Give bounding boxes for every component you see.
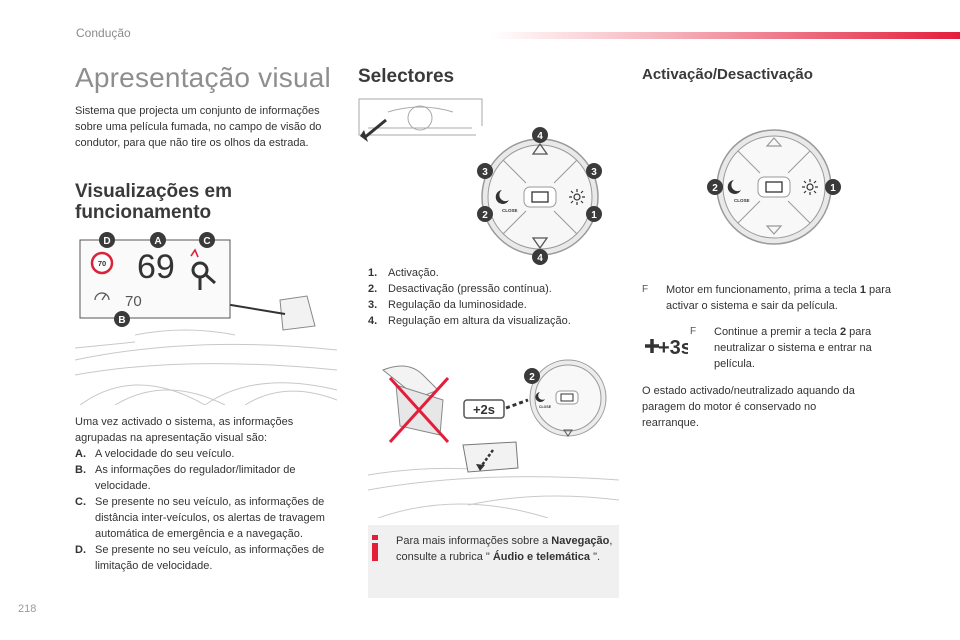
intro-paragraph: Sistema que projecta um conjunto de info… bbox=[75, 105, 322, 149]
info-list: A.A velocidade do seu veículo. B.As info… bbox=[75, 446, 331, 574]
list-item: D.Se presente no seu veículo, as informa… bbox=[75, 544, 325, 572]
fig2-callout-2: 2 bbox=[529, 372, 535, 383]
callout-4-bottom: 4 bbox=[537, 253, 543, 264]
callout-c: C bbox=[203, 236, 210, 247]
subtitle-line2: funcionamento bbox=[75, 202, 212, 223]
header-accent-bar bbox=[490, 32, 960, 39]
hud-illustration: 70 69 70 D A C B bbox=[74, 230, 338, 406]
list-item: B.As informações do regulador/limitador … bbox=[75, 464, 296, 492]
fig2-close-label: CLOSE bbox=[539, 405, 552, 409]
list-item: C.Se presente no seu veículo, as informa… bbox=[75, 496, 325, 540]
selectors-title: Selectores bbox=[358, 66, 455, 87]
hold-3s-label: +3s bbox=[658, 337, 688, 359]
list-intro: Uma vez activado o sistema, as informaçõ… bbox=[75, 416, 294, 444]
page-number: 218 bbox=[18, 603, 37, 615]
bullet-marker: F bbox=[690, 326, 697, 337]
hud-limit-sign: 70 bbox=[98, 259, 106, 268]
list-item: 3.Regulação da luminosidade. bbox=[368, 299, 527, 311]
bullet-activate: F Motor em funcionamento, prima a tecla … bbox=[642, 284, 892, 312]
info-box: Para mais informações sobre a Navegação,… bbox=[368, 525, 619, 598]
selectors-list: 1.Activação. 2.Desactivação (pressão con… bbox=[368, 265, 618, 329]
callout-3-right: 3 bbox=[591, 167, 597, 178]
selector-close-label: CLOSE bbox=[502, 208, 518, 213]
page-title: Apresentação visual bbox=[75, 62, 331, 93]
activation-callout-2: 2 bbox=[712, 183, 718, 194]
deactivation-illustration: +2s CLOSE 2 bbox=[367, 350, 620, 519]
bullet-marker: F bbox=[642, 284, 649, 295]
callout-a: A bbox=[154, 236, 161, 247]
callout-d: D bbox=[103, 236, 110, 247]
list-item: 2.Desactivação (pressão contínua). bbox=[368, 283, 552, 295]
subtitle-line1: Visualizações em bbox=[75, 181, 233, 202]
info-link-audio: Áudio e telemática bbox=[492, 551, 591, 563]
callout-b: B bbox=[118, 315, 125, 326]
hud-regulator-value: 70 bbox=[125, 293, 142, 310]
hud-speed: 69 bbox=[137, 248, 175, 286]
section-label: Condução bbox=[76, 26, 131, 40]
selector-control-illustration: CLOSE 4 3 3 2 1 4 bbox=[476, 126, 604, 266]
callout-4-top: 4 bbox=[537, 131, 543, 142]
list-item: A.A velocidade do seu veículo. bbox=[75, 448, 235, 460]
hud-callouts: D A C B bbox=[99, 232, 215, 327]
info-link-navigation: Navegação bbox=[551, 535, 610, 547]
callout-1: 1 bbox=[591, 210, 597, 221]
hold-2s-label: +2s bbox=[473, 402, 495, 417]
state-note: O estado activado/neutralizado aquando d… bbox=[642, 385, 855, 429]
subtitle: Visualizações em funcionamento bbox=[75, 181, 232, 223]
cockpit-thumbnail bbox=[358, 98, 483, 148]
bullet-neutralize: F Continue a premir a tecla 2 para neutr… bbox=[690, 326, 872, 370]
callout-3-left: 3 bbox=[482, 167, 488, 178]
activation-control-illustration: CLOSE 2 1 bbox=[700, 126, 848, 246]
list-item: 1.Activação. bbox=[368, 267, 439, 279]
activation-close-label: CLOSE bbox=[734, 198, 750, 203]
callout-2: 2 bbox=[482, 210, 488, 221]
list-item: 4.Regulação em altura da visualização. bbox=[368, 315, 571, 327]
activation-title: Activação/Desactivação bbox=[642, 66, 813, 83]
info-icon bbox=[372, 535, 378, 561]
hold-3s-badge: +3s bbox=[642, 330, 692, 362]
info-text: Para mais informações sobre a Navegação,… bbox=[396, 535, 613, 563]
activation-callout-1: 1 bbox=[830, 183, 836, 194]
